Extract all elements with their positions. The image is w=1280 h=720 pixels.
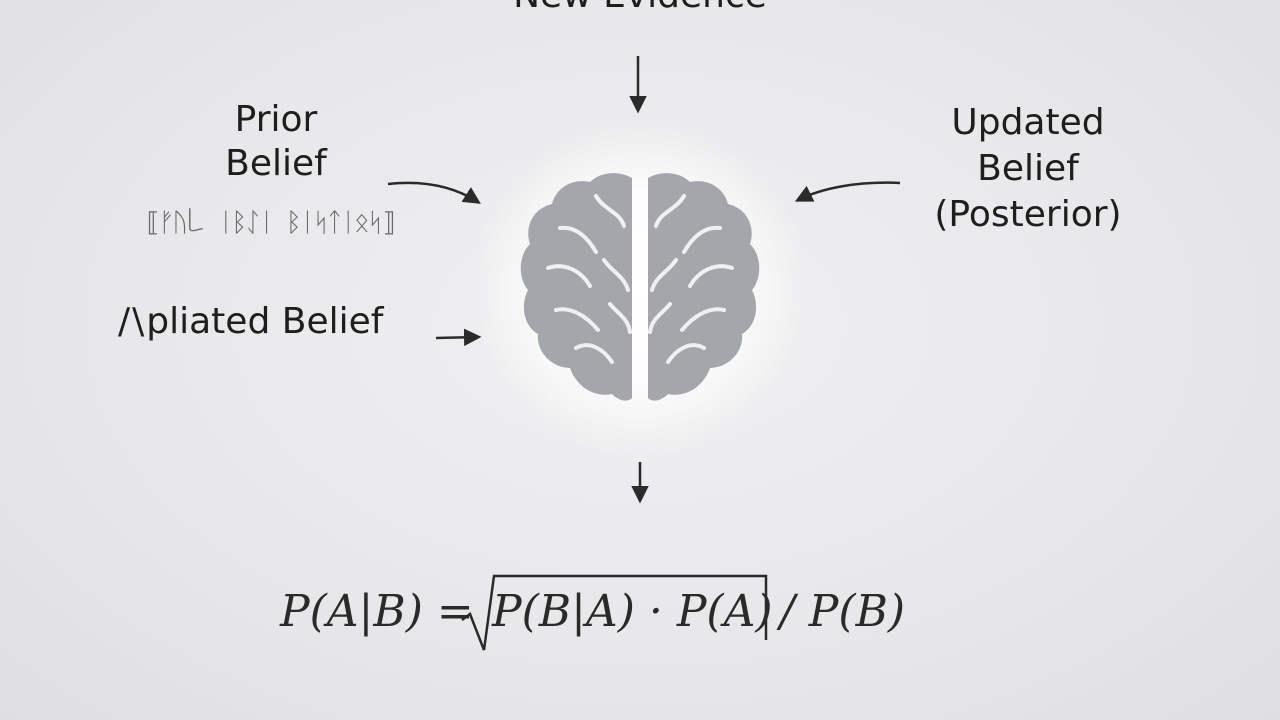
garbled-belief-text: pliated Belief bbox=[146, 301, 384, 342]
new-evidence-label: New Evidence bbox=[440, 0, 840, 14]
brain-left-hemisphere bbox=[520, 173, 632, 401]
new-evidence-text: New Evidence bbox=[440, 0, 840, 14]
updated-belief-label: Updated Belief (Posterior) bbox=[918, 100, 1138, 238]
brain-glow bbox=[470, 118, 810, 458]
updated-belief-line2: Belief bbox=[977, 148, 1079, 189]
formula-radicand: P(B|A) · P(A) bbox=[492, 586, 773, 637]
arrow-garbled-to-brain bbox=[435, 328, 482, 347]
updated-belief-line3: (Posterior) bbox=[934, 194, 1122, 235]
prior-belief-line1: Prior bbox=[234, 99, 318, 140]
arrow-prior-to-brain bbox=[387, 181, 481, 204]
radical-sign-icon bbox=[461, 574, 768, 651]
bayes-formula: P(A|B) = P(B|A) · P(A) / P(B) bbox=[280, 574, 1000, 654]
garbled-belief-label: /\pliated Belief bbox=[118, 298, 383, 346]
brain-right-hemisphere bbox=[648, 173, 760, 401]
prior-belief-label: Prior Belief bbox=[176, 98, 376, 186]
formula-divisor: / P(B) bbox=[780, 586, 906, 637]
brain-folds bbox=[546, 194, 734, 364]
garbled-belief-glyph: /\ bbox=[118, 301, 147, 342]
brain-icon bbox=[520, 173, 760, 401]
prior-belief-sublabel: ⟦ᚠᚢ꒒ ᛁᛒᛇᛁ ᛒᛁᛋᛏᛁᛟᛋ⟧ bbox=[145, 208, 397, 238]
arrow-updated-to-brain bbox=[794, 181, 901, 202]
updated-belief-line1: Updated bbox=[951, 102, 1105, 143]
formula-lhs: P(A|B) = bbox=[280, 586, 474, 637]
prior-belief-line2: Belief bbox=[225, 143, 327, 184]
